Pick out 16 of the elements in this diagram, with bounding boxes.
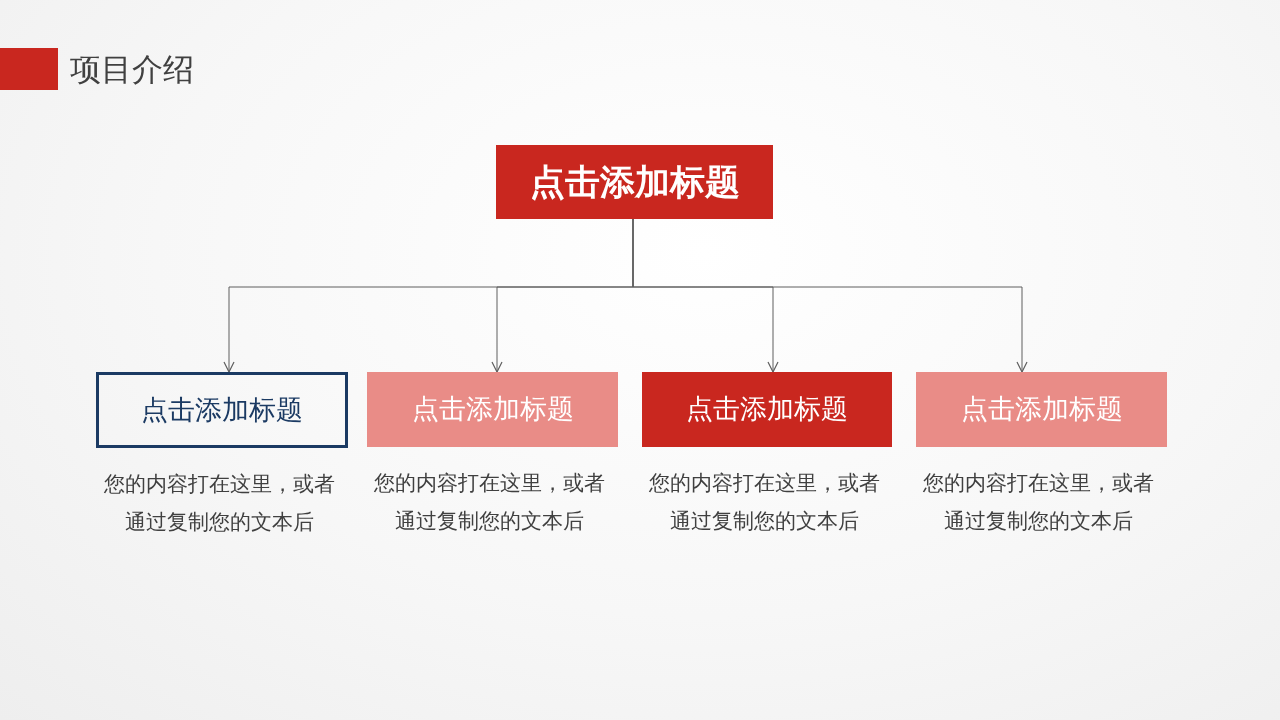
- description-text: 您的内容打在这里，或者通过复制您的文本后: [102, 471, 336, 536]
- box-title: 点击添加标题: [686, 393, 848, 426]
- description-text: 您的内容打在这里，或者通过复制您的文本后: [647, 470, 881, 535]
- title-box: [367, 372, 618, 447]
- title-box: [96, 372, 348, 448]
- box-title: 点击添加标题: [141, 393, 303, 427]
- description-text: 您的内容打在这里，或者通过复制您的文本后: [373, 470, 606, 535]
- title-box: [916, 372, 1167, 447]
- box-title: 点击添加标题: [960, 393, 1123, 426]
- box-title: 点击添加标题: [411, 393, 574, 426]
- page-title: 项目介绍: [70, 50, 194, 89]
- box-title: 点击添加标题: [529, 161, 740, 203]
- description-text: 您的内容打在这里，或者通过复制您的文本后: [922, 470, 1155, 535]
- main-title-box: [496, 145, 773, 219]
- title-box: [642, 372, 892, 447]
- connector-arrow: [632, 218, 1028, 373]
